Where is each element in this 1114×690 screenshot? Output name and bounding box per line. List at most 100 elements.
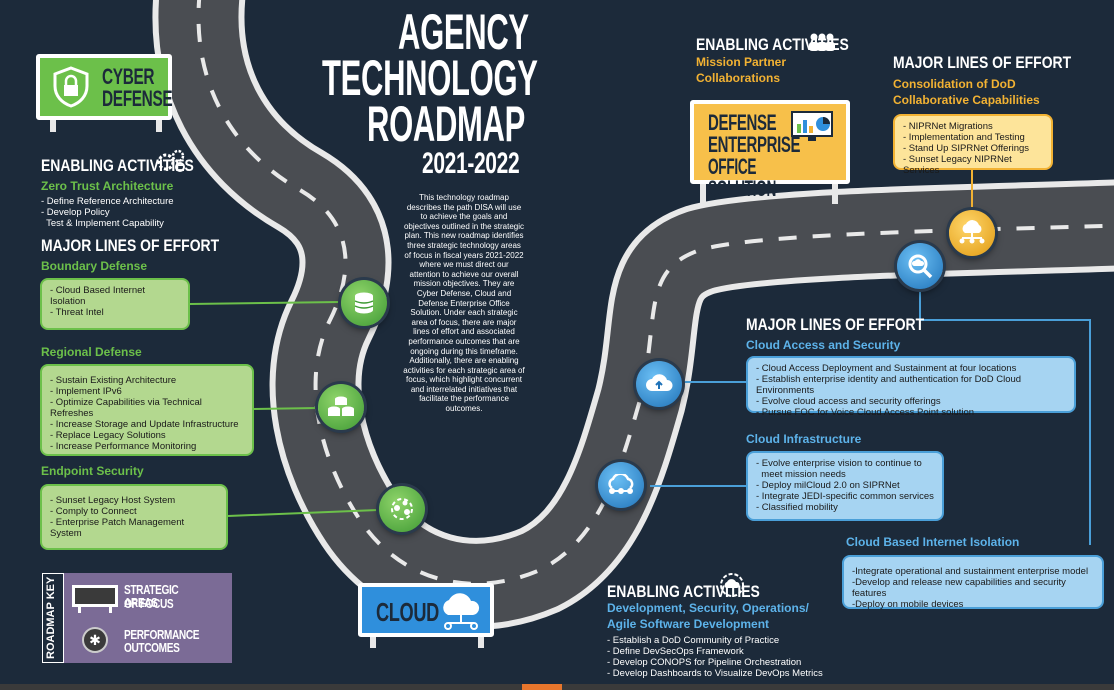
list-item: - Implement IPv6 [50, 386, 122, 397]
cloud-sign-label: CLOUD [376, 597, 439, 627]
nodes-icon [391, 498, 413, 520]
list-item: - NIPRNet Migrations [903, 121, 993, 132]
list-item: -Develop and release new capabilities an… [852, 577, 1066, 599]
chart-monitor-icon [791, 111, 833, 141]
search-cloud-node[interactable] [897, 243, 943, 289]
deos-enabling-sub2: Collaborations [696, 71, 781, 85]
bottom-accent [522, 684, 562, 690]
title-line3: ROADMAP [367, 96, 525, 152]
cloud-infrastructure-box: - Evolve enterprise vision to continue t… [746, 451, 944, 521]
cyber-defense-sign: CYBER DEFENSE [36, 54, 173, 120]
list-item: - Establish a DoD Community of Practice [607, 635, 780, 646]
sign-post [478, 634, 484, 648]
cloud-upload-node[interactable] [636, 361, 682, 407]
people-icon [809, 33, 835, 51]
database-icon [354, 292, 374, 314]
cyber-major-heading: MAJOR LINES OF EFFORT [41, 236, 220, 255]
sign-post [156, 118, 162, 132]
server-cloud-node[interactable] [949, 210, 995, 256]
cyber-enabling-sub: Zero Trust Architecture [41, 179, 174, 193]
cyber-sign-line2: DEFENSE [102, 86, 173, 111]
list-item: - Pursue FOC for Voice Cloud Access Poin… [756, 407, 975, 418]
deos-enabling-sub1: Mission Partner [696, 55, 787, 69]
sign-post [370, 634, 376, 648]
roadmap-key: ROADMAP KEY STRATEGIC AREAS OF FOCUS ✱ P… [42, 573, 232, 663]
database-stack-icon [328, 396, 354, 416]
database-node[interactable] [341, 280, 387, 326]
cloud-major-heading: MAJOR LINES OF EFFORT [746, 315, 925, 334]
cloud-network-node[interactable] [598, 462, 644, 508]
cloud-sign: CLOUD [358, 583, 494, 637]
list-item: - Define Reference Architecture [41, 196, 174, 207]
roadmap-key-label: ROADMAP KEY [45, 576, 57, 659]
cloud-gear-icon [720, 573, 744, 597]
key-item1-line2: OF FOCUS [124, 596, 174, 611]
list-item: - Sunset Legacy Host System [50, 495, 176, 506]
list-item: - Stand Up SIPRNet Offerings [903, 143, 1030, 154]
roadmap-key-label-bg [42, 573, 64, 663]
list-item: - Increase Performance Monitoring [50, 441, 197, 452]
deos-major-sub2: Collaborative Capabilities [893, 93, 1040, 107]
cyber-sign-line1: CYBER [102, 64, 155, 89]
key-sign-post [109, 607, 112, 613]
regional-defense-box: - Sustain Existing Architecture - Implem… [40, 364, 254, 456]
database-stack-node[interactable] [318, 384, 364, 430]
key-sign-swatch [72, 585, 118, 607]
key-sign-post [78, 607, 81, 613]
cloud-access-box: - Cloud Access Deployment and Sustainmen… [746, 356, 1076, 418]
key-item2-line1: PERFORMANCE [124, 627, 200, 642]
list-item: - Define DevSecOps Framework [607, 646, 744, 657]
list-item: - Enterprise Patch Management System [50, 517, 185, 539]
endpoint-security-box: - Sunset Legacy Host System - Comply to … [40, 484, 228, 550]
nodes-node[interactable] [379, 486, 425, 532]
list-item: Test & Implement Capability [41, 218, 164, 229]
list-item: - Cloud Based Internet Isolation [50, 285, 146, 307]
list-item: - Increase Storage and Update Infrastruc… [50, 419, 239, 430]
key-item2-line2: OUTCOMES [124, 640, 180, 655]
cloud-network-icon [608, 474, 634, 494]
list-item: - Establish enterprise identity and auth… [756, 374, 1022, 396]
key-item1-line1: STRATEGIC AREAS [124, 582, 179, 610]
deos-sign-line1: DEFENSE [708, 110, 777, 135]
list-item: - Classified mobility [756, 502, 838, 513]
list-item: - Develop CONOPS for Pipeline Orchestrat… [607, 657, 802, 668]
list-item: - Integrate JEDI-specific common service… [756, 491, 934, 502]
search-cloud-icon [908, 254, 933, 279]
list-item: -Integrate operational and sustainment e… [852, 566, 1089, 577]
list-item: -Deploy on mobile devices [852, 599, 964, 610]
list-item: - Replace Legacy Solutions [50, 430, 166, 441]
deos-sign-line2: ENTERPRISE [708, 132, 801, 157]
intro-text: This technology roadmap describes the pa… [403, 193, 525, 414]
list-item: - Threat Intel [50, 307, 104, 318]
deos-major-sub1: Consolidation of DoD [893, 77, 1016, 91]
cyber-group-title: Regional Defense [41, 345, 142, 359]
list-item: - Implementation and Testing [903, 132, 1025, 143]
list-item: - Develop Policy [41, 207, 110, 218]
list-item: - Evolve cloud access and security offer… [756, 396, 941, 407]
list-item: - Deploy milCloud 2.0 on SIPRNet [756, 480, 900, 491]
cloud-enabling-sub2: Agile Software Development [607, 617, 770, 631]
server-cloud-icon [959, 220, 985, 244]
title-years: 2021-2022 [422, 147, 520, 180]
shield-lock-icon [53, 66, 89, 108]
list-item: - Cloud Access Deployment and Sustainmen… [756, 363, 1017, 374]
cloud-enabling-sub1: Development, Security, Operations/ [607, 601, 809, 615]
title-line1: AGENCY [398, 4, 529, 60]
boundary-defense-box: - Cloud Based Internet Isolation - Threa… [40, 278, 190, 330]
list-item: - Evolve enterprise vision to continue t… [756, 458, 922, 469]
list-item: - Develop Dashboards to Visualize DevOps… [607, 668, 823, 679]
list-item: - Sustain Existing Architecture [50, 375, 177, 386]
deos-sign: DEFENSE ENTERPRISE OFFICE SOLUTION [690, 100, 850, 200]
cloud-group-title: Cloud Access and Security [746, 338, 901, 352]
title-line2: TECHNOLOGY [322, 50, 538, 106]
list-item: - Comply to Connect [50, 506, 137, 517]
cyber-enabling-list: - Define Reference Architecture - Develo… [41, 196, 174, 229]
cloud-upload-icon [646, 374, 673, 391]
deos-sign-line3: OFFICE SOLUTION [708, 154, 776, 201]
cloud-isolation-box: -Integrate operational and sustainment e… [842, 555, 1104, 610]
list-item: - Optimize Capabilities via Technical Re… [50, 397, 202, 419]
key-outcome-circle: ✱ [82, 627, 108, 653]
deos-major-heading: MAJOR LINES OF EFFORT [893, 53, 1072, 72]
cyber-group-title: Endpoint Security [41, 464, 144, 478]
